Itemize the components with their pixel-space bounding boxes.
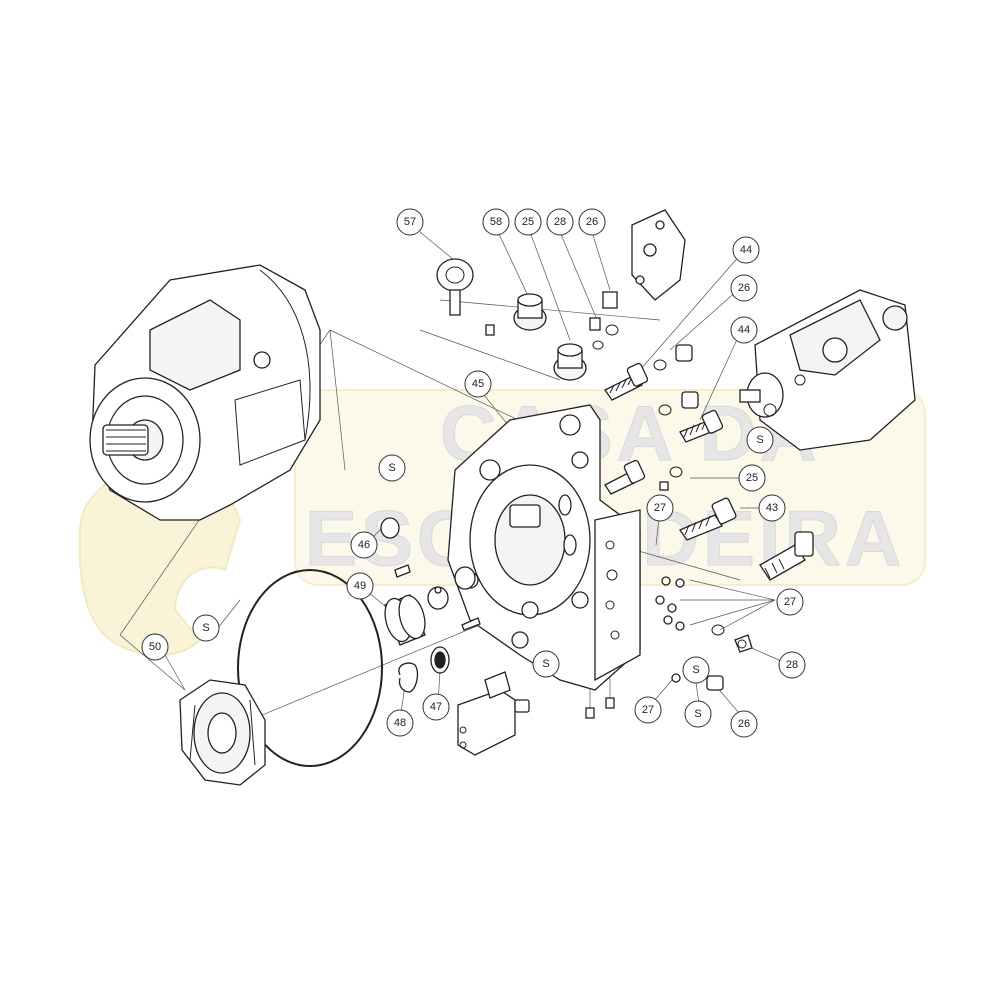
callout-s-left: S <box>378 454 406 482</box>
callout-45: 45 <box>464 370 492 398</box>
callout-47: 47 <box>422 693 450 721</box>
svg-text:27: 27 <box>784 596 796 608</box>
svg-text:26: 26 <box>738 718 750 730</box>
relief-valve-43 <box>759 531 814 581</box>
eye-bolt-57 <box>436 258 474 316</box>
callout-50: 50 <box>141 633 169 661</box>
svg-text:26: 26 <box>586 216 598 228</box>
svg-text:S: S <box>202 622 209 634</box>
callout-25-top: 25 <box>514 208 542 236</box>
svg-text:28: 28 <box>554 216 566 228</box>
svg-text:25: 25 <box>522 216 534 228</box>
callout-58: 58 <box>482 208 510 236</box>
svg-text:49: 49 <box>354 580 366 592</box>
svg-text:S: S <box>542 658 549 670</box>
svg-text:S: S <box>692 664 699 676</box>
callout-27-bottom: 27 <box>634 696 662 724</box>
plug-set-top <box>589 291 619 350</box>
svg-text:44: 44 <box>738 324 750 336</box>
svg-text:57: 57 <box>404 216 416 228</box>
svg-text:S: S <box>756 434 763 446</box>
callout-28-right: 28 <box>778 651 806 679</box>
svg-text:27: 27 <box>642 704 654 716</box>
svg-text:28: 28 <box>786 659 798 671</box>
plugs-27 <box>655 576 725 683</box>
left-small-parts <box>380 517 481 631</box>
svg-text:50: 50 <box>149 641 161 653</box>
svg-text:45: 45 <box>472 378 484 390</box>
svg-text:S: S <box>694 708 701 720</box>
svg-text:44: 44 <box>740 244 752 256</box>
callout-57: 57 <box>396 208 424 236</box>
callout-s-mid: S <box>532 650 560 678</box>
hydraulic-pump-assembly <box>89 264 321 521</box>
svg-text:27: 27 <box>654 502 666 514</box>
callout-26-right: 26 <box>730 274 758 302</box>
svg-text:47: 47 <box>430 701 442 713</box>
oil-seal-47 <box>430 646 450 674</box>
valve-block-45 <box>447 404 641 691</box>
auxiliary-motor <box>739 289 916 451</box>
port-plate-50 <box>179 679 266 786</box>
callout-s-bottom-right: S <box>682 656 710 684</box>
needle-bearing-49 <box>384 594 426 646</box>
callouts: 57 58 25 28 26 44 26 44 45 S 25 27 43 27… <box>141 208 806 738</box>
callout-27-mid: 27 <box>646 494 674 522</box>
valve-cap-58 <box>513 293 587 381</box>
callout-26-bottom: 26 <box>730 710 758 738</box>
svg-text:25: 25 <box>746 472 758 484</box>
svg-text:S: S <box>388 462 395 474</box>
callout-s-bottom: S <box>684 700 712 728</box>
callout-44-a: 44 <box>732 236 760 264</box>
snap-ring-48 <box>398 662 419 693</box>
fittings-26 <box>653 344 699 491</box>
callout-43: 43 <box>758 494 786 522</box>
callout-28-top: 28 <box>546 208 574 236</box>
callout-s-right: S <box>746 426 774 454</box>
callout-49: 49 <box>346 572 374 600</box>
svg-text:26: 26 <box>738 282 750 294</box>
callout-26-top: 26 <box>578 208 606 236</box>
callout-44-b: 44 <box>730 316 758 344</box>
bolts-44 <box>604 362 737 541</box>
bottom-plug-1 <box>585 707 595 719</box>
callout-s-far-left: S <box>192 614 220 642</box>
callout-27-right: 27 <box>776 588 804 616</box>
callout-25-right: 25 <box>738 464 766 492</box>
large-o-ring <box>237 569 383 767</box>
callout-48: 48 <box>386 709 414 737</box>
small-plug <box>485 324 495 336</box>
cover-plate <box>631 209 686 301</box>
bottom-plug-2 <box>605 697 615 709</box>
svg-text:48: 48 <box>394 717 406 729</box>
svg-text:58: 58 <box>490 216 502 228</box>
plug-28 <box>734 634 753 653</box>
svg-text:43: 43 <box>766 502 778 514</box>
solenoid-valve <box>457 671 530 756</box>
svg-text:46: 46 <box>358 539 370 551</box>
callout-46: 46 <box>350 531 378 559</box>
